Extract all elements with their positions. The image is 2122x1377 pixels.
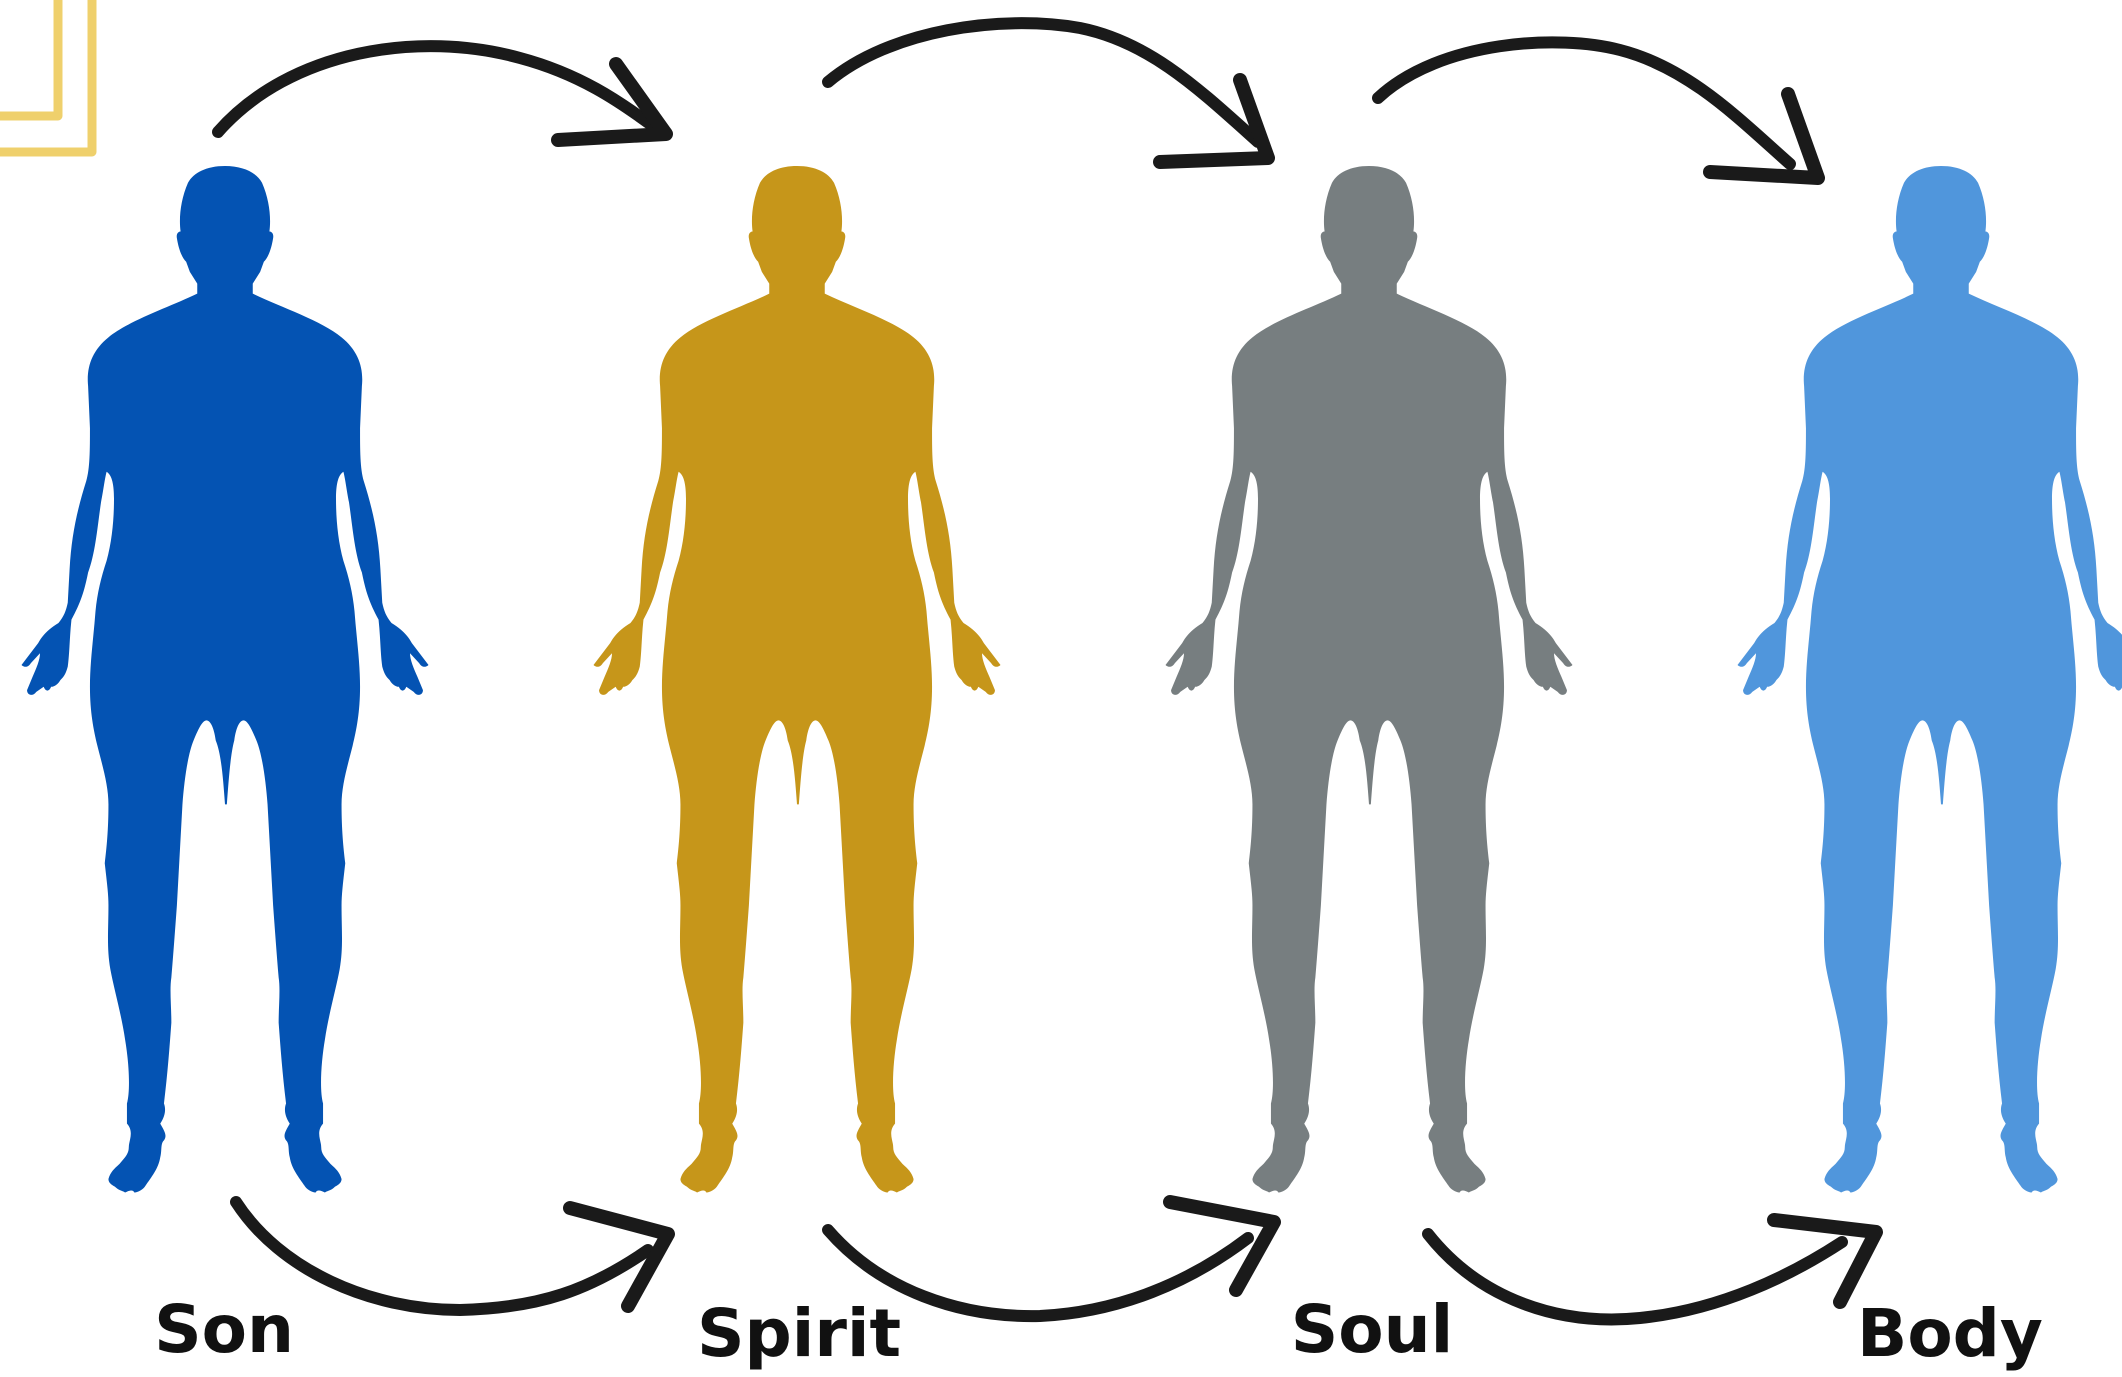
figure-soul — [1166, 166, 1573, 1192]
arrow-bottom-son-to-spirit — [236, 1202, 668, 1310]
arrow-top-soul-to-body — [1378, 42, 1818, 178]
figure-son — [21, 166, 428, 1192]
figure-spirit — [594, 166, 1001, 1192]
label-body: Body — [1857, 1295, 2043, 1372]
label-soul: Soul — [1291, 1291, 1454, 1368]
corner-bracket-inner — [0, 0, 58, 116]
arrows — [218, 23, 1876, 1319]
label-spirit: Spirit — [697, 1295, 901, 1372]
label-son: Son — [154, 1291, 294, 1368]
figure-body — [1738, 166, 2122, 1192]
corner-bracket-outer — [0, 0, 92, 152]
arrow-top-son-to-spirit — [218, 46, 666, 140]
figures — [21, 166, 2122, 1192]
arrow-bottom-soul-to-body — [1428, 1220, 1876, 1319]
arrow-top-spirit-to-soul — [828, 23, 1268, 162]
corner-bracket — [0, 0, 92, 152]
